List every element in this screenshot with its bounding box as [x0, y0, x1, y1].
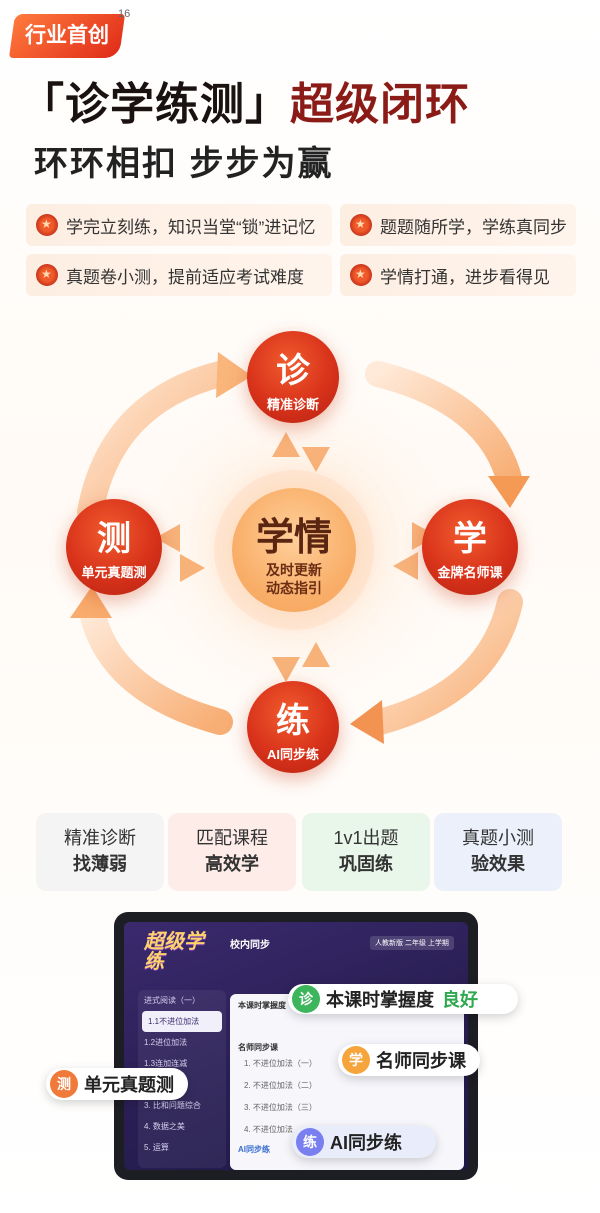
medal-icon: [36, 214, 58, 236]
center-learning-status: 学情 及时更新 动态指引: [232, 488, 356, 612]
title-bracket-open: 「: [20, 80, 65, 129]
feature-item: 学完立刻练，知识当堂“锁”进记忆: [26, 204, 332, 246]
sidebar-item[interactable]: 5. 运算: [144, 1143, 169, 1152]
card-line2: 高效学: [205, 854, 259, 874]
arc-arrow: [367, 589, 523, 735]
node-learn: 学 金牌名师课: [422, 499, 518, 595]
sidebar-item[interactable]: 1.3连加连减: [144, 1059, 188, 1068]
learn-icon: 学: [342, 1046, 370, 1074]
node-char: 诊: [276, 352, 310, 390]
ai-practice-label: AI同步练: [330, 1133, 402, 1153]
benefit-card: 精准诊断找薄弱: [36, 813, 164, 891]
ai-practice-pill: 练 AI同步练: [292, 1126, 436, 1158]
feature-item: 题题随所学，学练真同步: [340, 204, 576, 246]
lesson-row[interactable]: 1. 不进位加法（一）: [244, 1059, 317, 1068]
diagnose-icon: 诊: [292, 985, 320, 1013]
center-line1: 及时更新: [266, 562, 322, 578]
center-line2: 动态指引: [266, 580, 322, 596]
lesson-row[interactable]: 3. 不进位加法（三）: [244, 1103, 317, 1112]
card-line2: 巩固练: [339, 854, 393, 874]
node-practice: 练 AI同步练: [247, 681, 339, 773]
teacher-pill: 学 名师同步课: [338, 1044, 480, 1076]
teacher-label: 名师同步课: [376, 1051, 466, 1071]
benefit-card: 真题小测验效果: [434, 813, 562, 891]
app-logo: 超级学练: [144, 931, 204, 973]
node-diagnose: 诊 精准诊断: [247, 331, 339, 423]
sidebar-item-active[interactable]: 1.1不进位加法: [142, 1011, 222, 1032]
badge-label: 行业首创: [25, 24, 109, 47]
node-char: 测: [97, 520, 131, 558]
arrow-head: [350, 700, 384, 744]
feature-item: 学情打通，进步看得见: [340, 254, 576, 296]
card-line1: 精准诊断: [64, 828, 136, 848]
medal-icon: [350, 214, 372, 236]
node-char: 学: [453, 520, 487, 558]
feature-text: 学情打通，进步看得见: [380, 267, 550, 287]
grade-selector[interactable]: 人教新版 二年级 上学期: [370, 936, 454, 950]
title-main: 诊学练测: [65, 80, 245, 129]
feature-text: 题题随所学，学练真同步: [380, 217, 567, 237]
mastery-label: 本课时掌握度: [326, 990, 434, 1010]
arc-arrow: [365, 361, 523, 495]
hero-title: 「诊学练测」超级闭环: [20, 68, 470, 132]
benefit-card: 匹配课程高效学: [168, 813, 296, 891]
node-char: 练: [276, 702, 310, 740]
node-label: 金牌名师课: [437, 565, 503, 580]
card-line2: 找薄弱: [73, 854, 127, 874]
mastery-value: 良好: [442, 990, 478, 1010]
node-label: AI同步练: [266, 747, 319, 762]
practice-icon: 练: [296, 1128, 324, 1156]
arc-arrow: [77, 361, 233, 525]
center-char: 学情: [255, 517, 332, 559]
medal-icon: [36, 264, 58, 286]
corner-number: 16: [118, 8, 131, 20]
card-line1: 1v1出题: [333, 828, 399, 848]
teacher-section-title: 名师同步课: [238, 1043, 278, 1052]
title-suffix: 超级闭环: [290, 80, 470, 129]
card-line1: 匹配课程: [196, 828, 268, 848]
unit-test-label: 单元真题测: [84, 1075, 174, 1095]
sidebar-item[interactable]: 1.2进位加法: [144, 1038, 188, 1047]
node-test: 测 单元真题测: [66, 499, 162, 595]
benefit-card: 1v1出题巩固练: [302, 813, 430, 891]
screen-header: 校内同步: [230, 940, 270, 951]
arc-arrow: [79, 599, 233, 735]
hero-subtitle: 环环相扣 步步为赢: [34, 145, 334, 183]
arrow-head: [488, 476, 530, 508]
arrow-head: [216, 352, 252, 398]
mastery-pill: 诊 本课时掌握度 良好: [288, 984, 518, 1014]
medal-icon: [350, 264, 372, 286]
feature-item: 真题卷小测，提前适应考试难度: [26, 254, 332, 296]
test-icon: 测: [50, 1070, 78, 1098]
card-line2: 验效果: [471, 854, 525, 874]
title-bracket-close: 」: [245, 80, 290, 129]
unit-test-pill: 测 单元真题测: [46, 1068, 188, 1100]
node-label: 精准诊断: [266, 397, 319, 412]
sidebar-item[interactable]: 3. 比和问题综合: [144, 1101, 201, 1110]
node-label: 单元真题测: [81, 565, 147, 580]
ai-practice-link[interactable]: AI同步练: [238, 1145, 270, 1154]
sidebar-item[interactable]: 4. 数据之美: [144, 1122, 185, 1131]
lesson-row[interactable]: 2. 不进位加法（二）: [244, 1081, 317, 1090]
industry-first-badge: 行业首创: [8, 14, 126, 58]
sidebar-item[interactable]: 进式阅读（一）: [144, 996, 200, 1005]
inner-arrows: [155, 432, 437, 682]
arrow-head: [70, 586, 112, 618]
feature-text: 学完立刻练，知识当堂“锁”进记忆: [66, 217, 316, 237]
lesson-row[interactable]: 4. 不进位加法: [244, 1125, 293, 1134]
panel-title: 本课时掌握度: [238, 1001, 286, 1010]
feature-text: 真题卷小测，提前适应考试难度: [66, 267, 304, 287]
card-line1: 真题小测: [462, 828, 534, 848]
